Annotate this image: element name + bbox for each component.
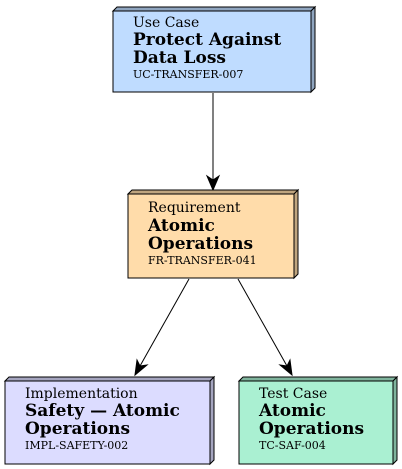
node-implementation-title-line-2: Operations <box>25 419 130 439</box>
node-use-case-code: UC-TRANSFER-007 <box>133 68 243 81</box>
node-requirement-kind: Requirement <box>148 200 241 216</box>
node-test-case-title-line-2: Operations <box>259 419 364 439</box>
node-use-case-title-line-2: Data Loss <box>133 48 226 68</box>
edge-requirement-to-implementation <box>134 278 190 377</box>
node-test-case-code: TC-SAF-004 <box>259 439 326 452</box>
node-test-case[interactable]: Test Case Atomic Operations TC-SAF-004 <box>237 375 399 466</box>
edge-requirement-to-test-case <box>237 278 293 377</box>
node-use-case-box <box>112 10 312 93</box>
node-test-case-kind: Test Case <box>259 386 327 402</box>
node-use-case[interactable]: Use Case Protect Against Data Loss UC-TR… <box>111 5 317 94</box>
node-implementation[interactable]: Implementation Safety — Atomic Operation… <box>3 375 216 466</box>
node-implementation-code: IMPL-SAFETY-002 <box>25 439 128 452</box>
node-requirement-title-line-2: Operations <box>148 234 253 254</box>
node-requirement-title-line-1: Atomic <box>147 216 215 236</box>
node-requirement-code: FR-TRANSFER-041 <box>148 254 257 267</box>
node-test-case-title-line-1: Atomic <box>258 401 326 421</box>
node-requirement-box <box>127 193 295 279</box>
node-implementation-box <box>4 380 211 465</box>
node-test-case-box <box>238 380 394 465</box>
edge-use-case-to-requirement <box>205 93 221 192</box>
node-use-case-title-line-1: Protect Against <box>133 30 281 50</box>
node-implementation-kind: Implementation <box>25 386 138 402</box>
node-use-case-kind: Use Case <box>133 15 199 31</box>
node-implementation-title-line-1: Safety — Atomic <box>25 401 180 421</box>
node-requirement[interactable]: Requirement Atomic Operations FR-TRANSFE… <box>126 188 300 280</box>
